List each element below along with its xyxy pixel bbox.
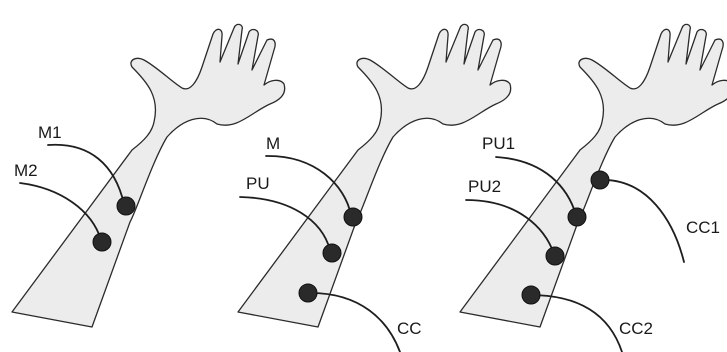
arm-outline [238, 24, 511, 327]
electrode-pu2 [546, 247, 564, 265]
electrode-label-pu1: PU1 [482, 134, 515, 153]
electrode-m1 [117, 197, 135, 215]
electrode-label-cc1: CC1 [686, 218, 720, 237]
electrode-cc2 [522, 286, 540, 304]
electrode-label-cc2: CC2 [619, 319, 653, 338]
electrode-label-cc: CC [397, 319, 422, 338]
electrode-wire-cc1 [600, 180, 684, 262]
electrode-m2 [93, 233, 111, 251]
electrode-cc1 [591, 171, 609, 189]
panel-1: M1 M2 [12, 24, 285, 327]
electrode-cc [299, 284, 317, 302]
electrode-label-m2: M2 [14, 161, 38, 180]
electrode-label-pu2: PU2 [468, 177, 501, 196]
panel-3: PU1 PU2 CC1 CC2 [460, 24, 727, 352]
electrode-label-m1: M1 [38, 123, 62, 142]
electrode-m [344, 208, 362, 226]
electrode-pu1 [568, 208, 586, 226]
electrode-label-m: M [266, 134, 280, 153]
arm-outline [12, 24, 285, 327]
electrode-label-pu: PU [246, 174, 270, 193]
electrode-pu [323, 244, 341, 262]
